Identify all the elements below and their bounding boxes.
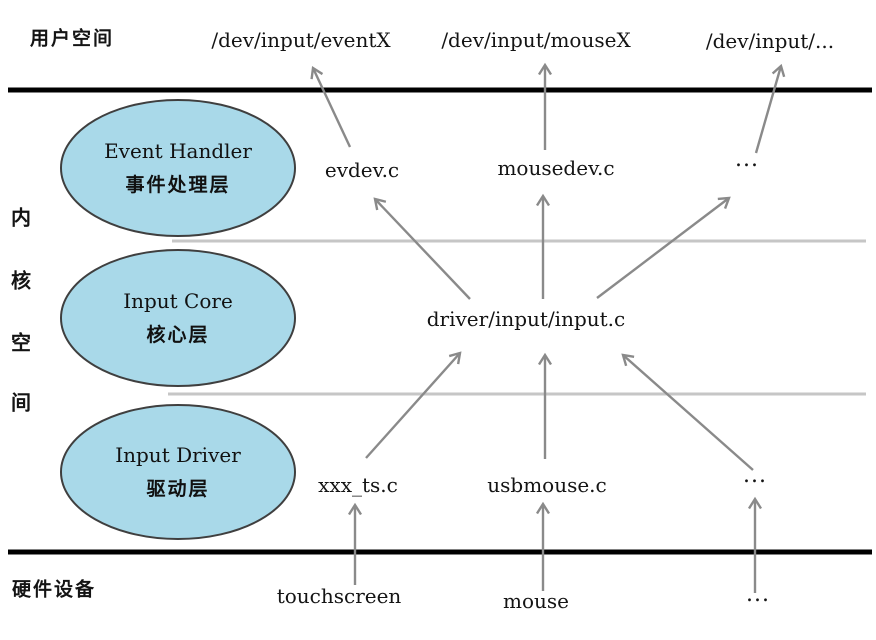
node-driver-dots: ...	[743, 462, 767, 488]
node-hardware-dots: ...	[746, 581, 770, 607]
node-mousedev-c: mousedev.c	[497, 156, 615, 180]
kernel-space-char-1: 内	[11, 207, 31, 230]
layer-input-driver: Input Driver 驱动层	[115, 443, 241, 501]
node-dev-input-eventx: /dev/input/eventX	[211, 28, 391, 52]
layer-event-handler-zh: 事件处理层	[125, 175, 231, 196]
ellipse-event-handler	[60, 99, 296, 237]
node-xxx-ts-c: xxx_ts.c	[318, 473, 398, 497]
layer-input-core-en: Input Core	[123, 289, 233, 313]
hardware-label: 硬件设备	[11, 579, 97, 601]
node-handler-dots: ...	[735, 146, 759, 172]
node-mouse: mouse	[503, 589, 569, 613]
arrow-xxxts-to-inputc	[365, 351, 462, 459]
node-dev-input-dots: /dev/input/...	[705, 29, 835, 53]
layer-input-core-zh: 核心层	[146, 325, 210, 346]
node-touchscreen: touchscreen	[276, 584, 402, 608]
kernel-space-char-3: 空	[11, 332, 31, 355]
ellipse-input-core	[60, 249, 296, 387]
layer-input-driver-en: Input Driver	[115, 443, 241, 467]
layer-event-handler: Event Handler 事件处理层	[104, 139, 252, 197]
node-usbmouse-c: usbmouse.c	[487, 473, 607, 497]
layer-input-driver-zh: 驱动层	[146, 479, 210, 500]
arrow-driverdots-to-inputc	[621, 353, 754, 471]
arrow-dots-to-devinput	[754, 63, 786, 154]
node-evdev-c: evdev.c	[324, 158, 400, 182]
node-driver-input-input-c: driver/input/input.c	[426, 307, 626, 331]
arrow-inputc-to-dots	[596, 196, 731, 299]
arrow-inputc-to-evdev	[373, 197, 471, 300]
user-space-label: 用户空间	[29, 28, 115, 50]
node-dev-input-mousex: /dev/input/mouseX	[441, 28, 631, 52]
layer-event-handler-en: Event Handler	[104, 139, 252, 163]
arrow-evdev-to-eventx	[310, 65, 352, 148]
kernel-space-char-2: 核	[11, 270, 31, 293]
ellipse-input-driver	[60, 404, 296, 540]
kernel-space-char-4: 间	[11, 392, 31, 415]
layer-input-core: Input Core 核心层	[123, 289, 233, 347]
